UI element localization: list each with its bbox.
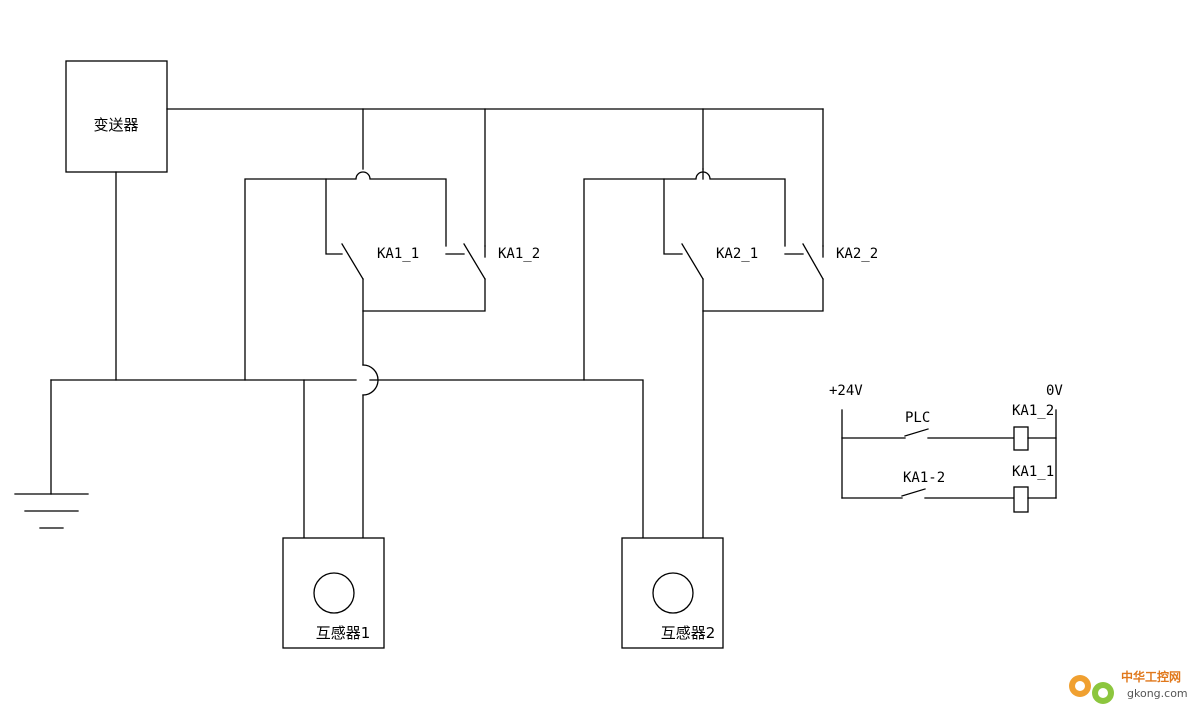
- coil-ka1-2: [1013, 426, 1029, 451]
- coil-label-bottom: KA1_1: [1012, 464, 1054, 480]
- sensor-2-label: 互感器2: [661, 624, 716, 642]
- plc-contact-label: PLC: [905, 410, 930, 426]
- contact-label-ka2-1: KA2_1: [716, 246, 758, 262]
- ground-symbol: [14, 493, 89, 529]
- contact-label-ka2-2: KA2_2: [836, 246, 878, 262]
- contact-label-ka1-1: KA1_1: [377, 246, 419, 262]
- watermark-logo: 中华工控网 gkong.com: [1069, 669, 1188, 704]
- coil-label-top: KA1_2: [1012, 403, 1054, 419]
- ka1-2-contact-label: KA1-2: [903, 470, 945, 486]
- ground-bus: [50, 171, 644, 539]
- gear-icon: [1069, 675, 1114, 704]
- supply-positive-label: +24V: [829, 383, 863, 399]
- sensor-2-box: [621, 537, 724, 649]
- supply-negative-label: 0V: [1046, 383, 1063, 399]
- top-bus: [166, 108, 824, 247]
- relay-group-2: [583, 168, 824, 539]
- sensor-1-box: [282, 537, 385, 649]
- transmitter-label: 变送器: [93, 116, 138, 134]
- sensor-1-core: [313, 572, 355, 614]
- transmitter-box: [65, 60, 168, 173]
- relay-group-1: [244, 171, 486, 539]
- watermark-url: gkong.com: [1127, 687, 1188, 700]
- watermark-site-name: 中华工控网: [1121, 669, 1181, 684]
- control-circuit: [841, 409, 1057, 513]
- coil-ka1-1: [1013, 486, 1029, 513]
- contact-label-ka1-2: KA1_2: [498, 246, 540, 262]
- sensor-2-core: [652, 572, 694, 614]
- sensor-1-label: 互感器1: [316, 624, 371, 642]
